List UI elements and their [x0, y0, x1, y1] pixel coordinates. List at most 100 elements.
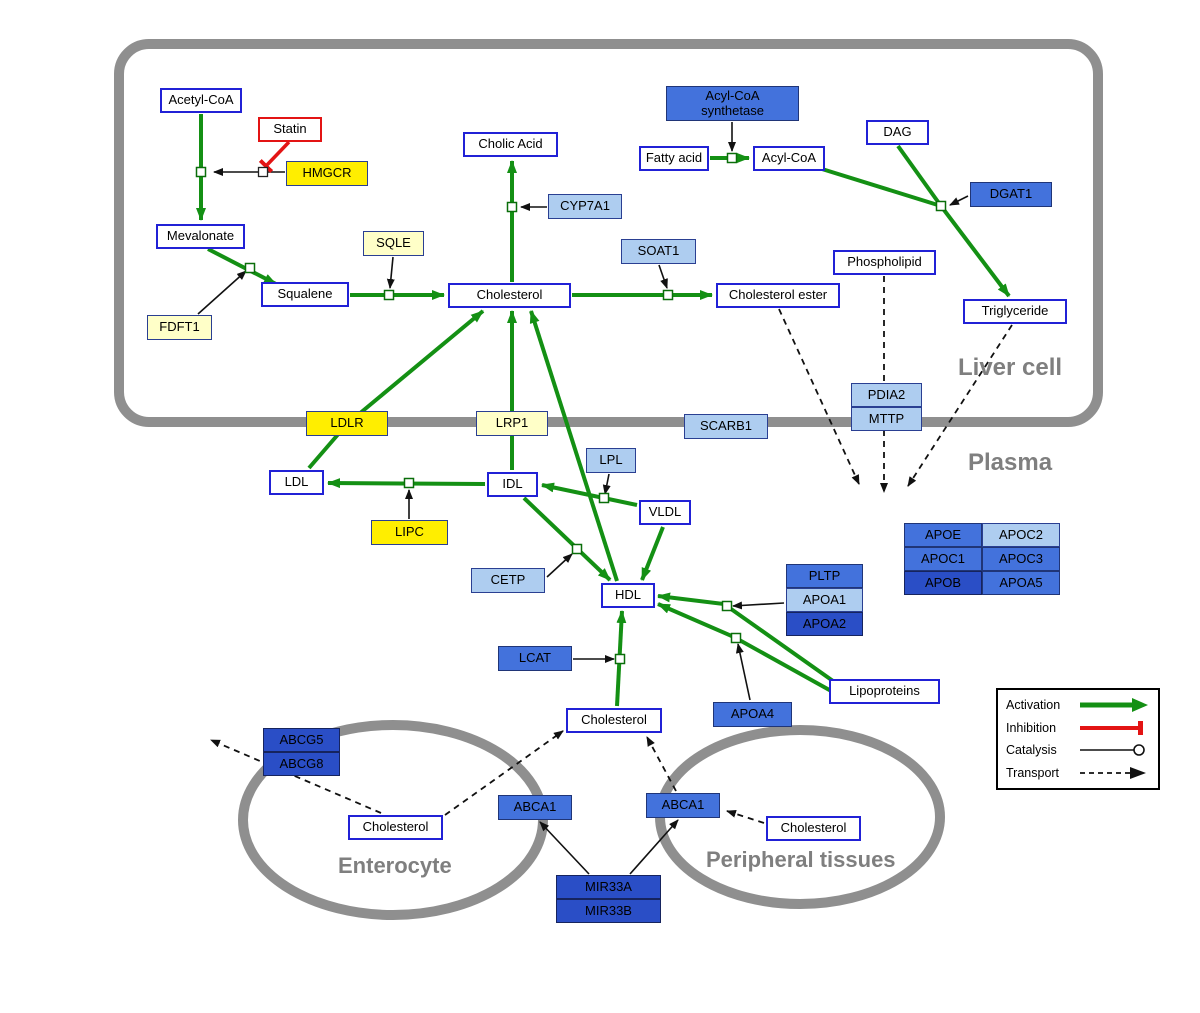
edge-statin-inhibition [258, 140, 291, 173]
node-pltp[interactable]: PLTP [786, 564, 863, 588]
node-fdft1[interactable]: FDFT1 [147, 315, 212, 340]
legend-catalysis-label: Catalysis [1006, 743, 1057, 758]
node-cholesterol-plasma[interactable]: Cholesterol [566, 708, 662, 733]
edge-triglyceride-export [907, 324, 1013, 487]
node-abcg5[interactable]: ABCG5 [263, 728, 340, 752]
liver-cell-label: Liver cell [958, 354, 1063, 381]
edge-lpl-catalysis [602, 473, 611, 495]
node-lcat[interactable]: LCAT [498, 646, 572, 671]
edge-acylcoa-junction [821, 167, 942, 208]
anchor-apoa4-site [730, 632, 742, 644]
node-fatty-acid[interactable]: Fatty acid [639, 146, 709, 171]
node-scarb1[interactable]: SCARB1 [684, 414, 768, 439]
node-apoe[interactable]: APOE [904, 523, 982, 547]
peripheral-tissues-label: Peripheral tissues [706, 847, 896, 872]
node-apoa2[interactable]: APOA2 [786, 612, 863, 636]
edge-mevalonate-squalene [207, 247, 277, 286]
edge-idl-hdl [522, 496, 612, 582]
edge-hdl-liver-cholesterol [529, 310, 619, 582]
node-lipc[interactable]: LIPC [371, 520, 448, 545]
enterocyte-label: Enterocyte [338, 853, 452, 878]
node-ldlr[interactable]: LDLR [306, 411, 388, 436]
node-pdia2[interactable]: PDIA2 [851, 383, 922, 407]
edge-sqle-catalysis [386, 256, 395, 289]
node-statin[interactable]: Statin [258, 117, 322, 142]
node-idl[interactable]: IDL [487, 472, 538, 497]
anchor-lpl-site [598, 492, 610, 504]
inhibition-tbar-symbol [1080, 720, 1143, 735]
node-phospholipid[interactable]: Phospholipid [833, 250, 936, 275]
node-mir33a[interactable]: MIR33A [556, 875, 661, 899]
anchor-cetp-site [571, 543, 583, 555]
edge-mir33-abca1-left [539, 821, 590, 875]
node-apob[interactable]: APOB [904, 571, 982, 595]
node-dag[interactable]: DAG [866, 120, 929, 145]
node-acetyl-coa[interactable]: Acetyl-CoA [160, 88, 242, 113]
anchor-dgat1-site [935, 200, 947, 212]
node-hmgcr[interactable]: HMGCR [286, 161, 368, 186]
node-apoc3[interactable]: APOC3 [982, 547, 1060, 571]
node-cetp[interactable]: CETP [471, 568, 545, 593]
node-triglyceride[interactable]: Triglyceride [963, 299, 1067, 324]
node-cholesterol-enterocyte[interactable]: Cholesterol [348, 815, 443, 840]
anchor-soat1-site [662, 289, 674, 301]
legend-activation-label: Activation [1006, 698, 1061, 713]
edge-fdft1-catalysis [197, 270, 247, 315]
legend: Activation Inhibition Catalysis Transpor… [996, 688, 1160, 790]
catalysis-circle-symbol [1080, 744, 1145, 757]
node-cholesterol-liver[interactable]: Cholesterol [448, 283, 571, 308]
node-apoa1[interactable]: APOA1 [786, 588, 863, 612]
node-apoa4[interactable]: APOA4 [713, 702, 792, 727]
node-mir33b[interactable]: MIR33B [556, 899, 661, 923]
plasma-label: Plasma [968, 449, 1053, 476]
activation-arrow-symbol [1080, 698, 1148, 713]
node-ldl[interactable]: LDL [269, 470, 324, 495]
node-lrp1[interactable]: LRP1 [476, 411, 548, 436]
anchor-fdft1-site [244, 262, 256, 274]
node-apoc2[interactable]: APOC2 [982, 523, 1060, 547]
node-lpl[interactable]: LPL [586, 448, 636, 473]
anchor-lcat-site [614, 653, 626, 665]
node-dgat1[interactable]: DGAT1 [970, 182, 1052, 207]
node-apoa5[interactable]: APOA5 [982, 571, 1060, 595]
legend-row-catalysis: Catalysis [1006, 742, 1150, 758]
node-hdl[interactable]: HDL [601, 583, 655, 608]
node-acyl-coa[interactable]: Acyl-CoA [753, 146, 825, 171]
node-squalene[interactable]: Squalene [261, 282, 349, 307]
edge-enterocyte-cholesterol-efflux [210, 739, 382, 814]
edge-enterocyte-cholesterol-uptake [444, 730, 564, 816]
node-soat1[interactable]: SOAT1 [621, 239, 696, 264]
node-acyl-coa-synthetase[interactable]: Acyl-CoA synthetase [666, 86, 799, 121]
node-cholesterol-peripheral[interactable]: Cholesterol [766, 816, 861, 841]
edge-junction-triglyceride [939, 204, 1011, 298]
node-cyp7a1[interactable]: CYP7A1 [548, 194, 622, 219]
edge-dag-junction [896, 144, 943, 208]
node-cholesterol-ester[interactable]: Cholesterol ester [716, 283, 840, 308]
node-cholic-acid[interactable]: Cholic Acid [463, 132, 558, 157]
liver-cell-compartment [114, 39, 1103, 427]
node-mttp[interactable]: MTTP [851, 407, 922, 431]
edge-soat1-catalysis [658, 264, 668, 289]
edge-apoa-complex-catalysis [732, 601, 785, 610]
anchor-statin-junction [257, 166, 269, 178]
transport-dashed-arrow-symbol [1080, 766, 1146, 779]
enterocyte-compartment [238, 720, 548, 920]
node-apoc1[interactable]: APOC1 [904, 547, 982, 571]
edge-apoa4-catalysis [735, 643, 751, 701]
anchor-apoa-site [721, 600, 733, 612]
node-mevalonate[interactable]: Mevalonate [156, 224, 245, 249]
edge-dgat1-catalysis [949, 195, 969, 206]
node-lipoproteins[interactable]: Lipoproteins [829, 679, 940, 704]
node-sqle[interactable]: SQLE [363, 231, 424, 256]
node-abca1-right[interactable]: ABCA1 [646, 793, 720, 818]
legend-row-inhibition: Inhibition [1006, 720, 1150, 736]
node-abca1-left[interactable]: ABCA1 [498, 795, 572, 820]
node-vldl[interactable]: VLDL [639, 500, 691, 525]
legend-row-transport: Transport [1006, 765, 1150, 781]
node-abcg8[interactable]: ABCG8 [263, 752, 340, 776]
legend-inhibition-label: Inhibition [1006, 720, 1057, 735]
anchor-sqle-site [383, 289, 395, 301]
legend-transport-label: Transport [1006, 765, 1060, 780]
anchor-cyp7a1-site [506, 201, 518, 213]
